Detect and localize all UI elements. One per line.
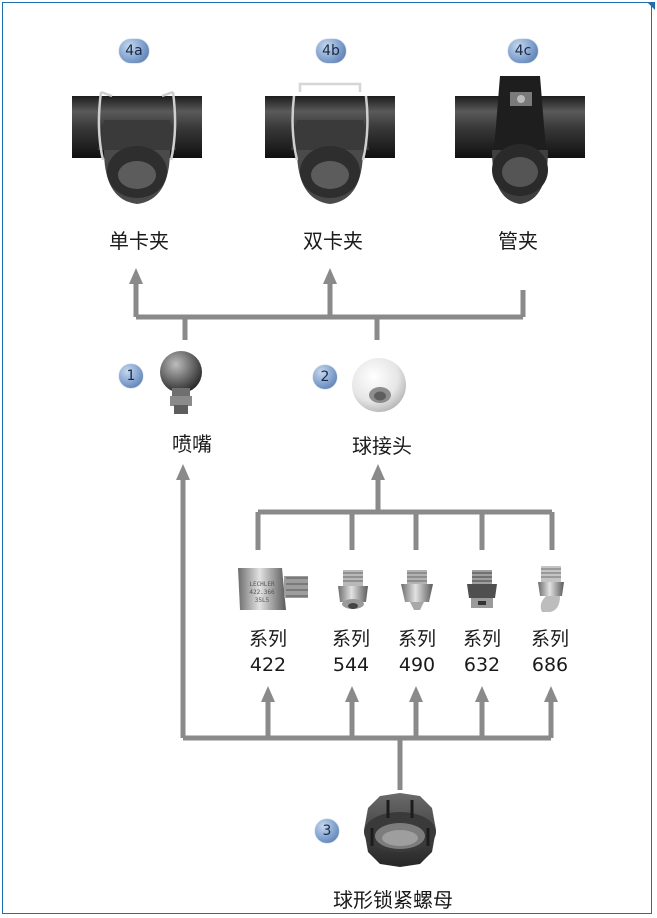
single-clamp-icon — [72, 90, 202, 204]
series-422-number: 422 — [249, 654, 287, 676]
connector-lines — [133, 282, 555, 790]
connector-arrowheads — [129, 268, 558, 702]
badge-1: 1 — [119, 364, 143, 388]
pipe-clamp-label: 管夹 — [498, 229, 538, 253]
clamp-bracket-line — [133, 282, 526, 340]
badge-4a: 4a — [119, 39, 149, 63]
badge-4c: 4c — [508, 39, 538, 63]
lock-nut-icon — [364, 793, 436, 867]
nozzle-tip-icon — [160, 351, 202, 414]
series-bracket-line — [255, 478, 555, 550]
badge-3: 3 — [315, 819, 339, 843]
arrowhead-ball-joint — [371, 464, 385, 480]
svg-text:35L5: 35L5 — [255, 597, 270, 604]
series-632-nozzle-icon — [467, 570, 497, 608]
single-clamp-label: 单卡夹 — [109, 229, 169, 253]
lock-nut-label: 球形锁紧螺母 — [333, 888, 453, 912]
ball-joint-label: 球接头 — [352, 434, 412, 458]
series-544-label: 系列 544 — [332, 626, 370, 678]
arrowhead-series-632 — [475, 686, 489, 702]
series-422-label: 系列 422 — [249, 626, 287, 678]
svg-text:422.366: 422.366 — [249, 589, 275, 596]
series-490-label: 系列 490 — [398, 626, 436, 678]
series-544-prefix: 系列 — [331, 628, 371, 650]
series-686-prefix: 系列 — [530, 628, 570, 650]
arrowhead-series-686 — [544, 686, 558, 702]
arrowhead-nozzle — [176, 464, 190, 480]
series-544-number: 544 — [332, 654, 370, 676]
series-686-nozzle-icon — [538, 566, 564, 612]
ball-joint-icon — [352, 358, 406, 412]
arrowhead-series-422 — [261, 686, 275, 702]
series-632-number: 632 — [463, 654, 501, 676]
double-clamp-label: 双卡夹 — [303, 229, 363, 253]
arrowhead-single-clamp — [129, 268, 143, 284]
series-632-label: 系列 632 — [463, 626, 501, 678]
series-490-nozzle-icon — [401, 570, 433, 610]
badge-2: 2 — [313, 365, 337, 389]
pipe-clamp-icon — [455, 76, 585, 204]
locknut-bracket-line — [180, 478, 554, 790]
double-clamp-icon — [265, 82, 395, 204]
arrowhead-series-544 — [345, 686, 359, 702]
series-632-prefix: 系列 — [462, 628, 502, 650]
arrowhead-series-490 — [409, 686, 423, 702]
badge-4b: 4b — [316, 39, 346, 63]
series-422-prefix: 系列 — [248, 628, 288, 650]
frame-corner-mark — [647, 2, 655, 10]
nozzle-label: 喷嘴 — [172, 432, 212, 456]
series-490-prefix: 系列 — [397, 628, 437, 650]
svg-text:LECHLER: LECHLER — [249, 581, 275, 588]
series-422-nozzle-icon: LECHLER 422.366 35L5 — [238, 568, 308, 610]
series-686-number: 686 — [531, 654, 569, 676]
arrowhead-double-clamp — [323, 268, 337, 284]
series-544-nozzle-icon — [338, 570, 368, 609]
series-490-number: 490 — [398, 654, 436, 676]
series-686-label: 系列 686 — [531, 626, 569, 678]
